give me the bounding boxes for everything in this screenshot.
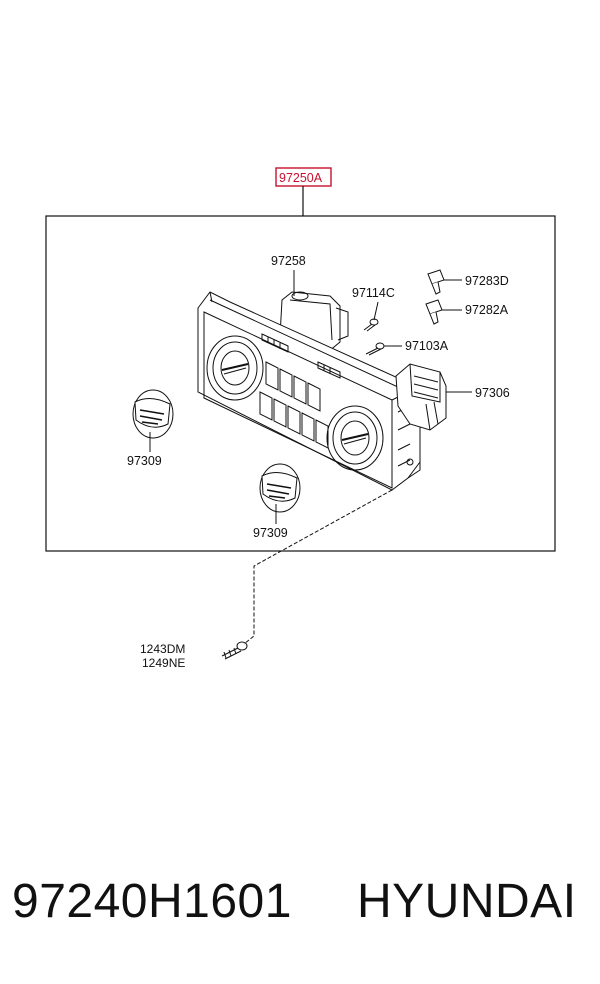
screw-1243DM[interactable] (221, 641, 248, 660)
knob-97309-left[interactable] (132, 389, 174, 439)
callout-97309-left: 97309 (127, 454, 162, 468)
knob-97309-right[interactable] (259, 463, 301, 513)
callout-1243DM: 1243DM (140, 642, 185, 656)
bolt-97282A[interactable] (425, 299, 443, 325)
callout-97258: 97258 (271, 254, 306, 268)
callout-97103A: 97103A (405, 339, 449, 353)
screw-97103A[interactable] (365, 342, 385, 356)
brand-name: HYUNDAI (357, 875, 577, 928)
screw-97114C[interactable] (363, 318, 379, 332)
callout-97306: 97306 (475, 386, 510, 400)
bolt-97283D[interactable] (427, 269, 445, 295)
callout-97114C: 97114C (352, 286, 395, 300)
part-number: 97240H1601 (12, 875, 292, 928)
callout-97282A: 97282A (465, 303, 509, 317)
assembly-label-text: 97250A (279, 171, 323, 185)
leader-lines (149, 270, 472, 645)
callout-1249NE: 1249NE (142, 656, 185, 670)
assembly-label-97250A[interactable]: 97250A (275, 167, 332, 187)
assembly-frame (45, 215, 556, 552)
heater-control-panel[interactable] (197, 291, 447, 491)
footer: 97240H1601 HYUNDAI (0, 878, 600, 948)
callout-97283D: 97283D (465, 274, 509, 288)
callout-97309-right: 97309 (253, 526, 288, 540)
